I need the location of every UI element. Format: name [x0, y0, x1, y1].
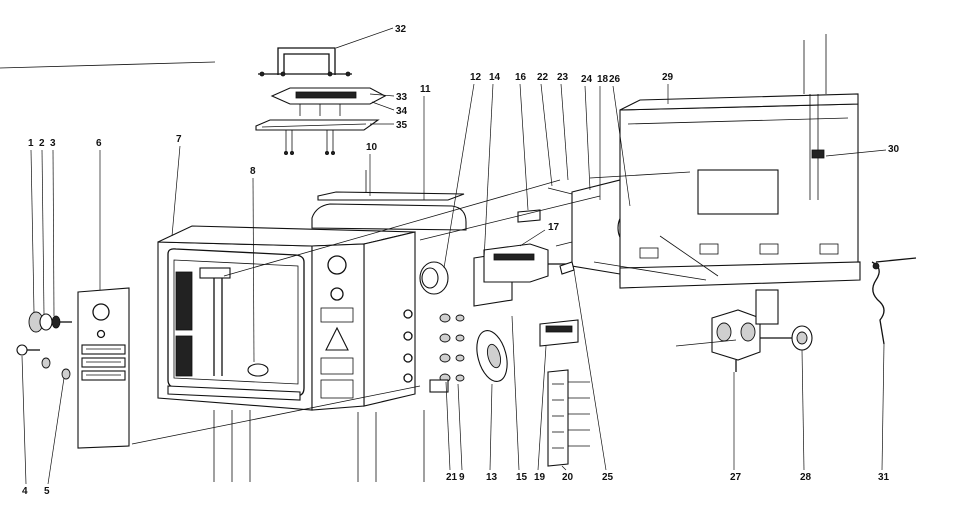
callout-24: 24 — [581, 74, 593, 85]
callout-15: 15 — [516, 472, 528, 483]
callout-8: 8 — [250, 166, 256, 177]
callout-25: 25 — [602, 472, 614, 483]
callout-leaders — [21, 27, 887, 485]
callout-27: 27 — [730, 472, 742, 483]
callout-18: 18 — [597, 74, 609, 85]
reference-line — [0, 61, 216, 69]
callout-23: 23 — [557, 72, 569, 83]
terminal-strip — [547, 369, 590, 467]
callout-16: 16 — [515, 72, 527, 83]
transformer — [711, 289, 779, 372]
callout-30: 30 — [888, 144, 900, 155]
callout-labels: 1 2 3 4 5 6 7 8 9 10 11 12 13 14 15 16 1… — [22, 24, 900, 497]
callout-12: 12 — [470, 72, 482, 83]
callout-1: 1 — [28, 138, 34, 149]
washer-set — [429, 313, 465, 393]
callout-28: 28 — [800, 472, 812, 483]
mounting-plate — [270, 87, 387, 116]
callout-35: 35 — [396, 120, 408, 131]
callout-3: 3 — [50, 138, 56, 149]
callout-10: 10 — [366, 142, 378, 153]
callout-29: 29 — [662, 72, 674, 83]
top-cover — [311, 170, 467, 231]
callout-22: 22 — [537, 72, 549, 83]
callout-7: 7 — [176, 134, 182, 145]
terminal-block — [539, 319, 579, 347]
callout-2: 2 — [39, 138, 45, 149]
callout-5: 5 — [44, 486, 50, 497]
support-bar — [255, 119, 380, 155]
control-panel — [77, 287, 130, 449]
fan-motor — [419, 209, 570, 307]
rear-cabinet — [619, 34, 861, 289]
speaker-bracket — [476, 330, 508, 382]
callout-34: 34 — [396, 106, 408, 117]
callout-26: 26 — [609, 74, 621, 85]
callout-20: 20 — [562, 472, 574, 483]
capacitor — [760, 325, 813, 351]
callout-13: 13 — [486, 472, 498, 483]
callout-33: 33 — [396, 92, 408, 103]
callout-11: 11 — [420, 84, 431, 95]
handle-assembly — [258, 47, 352, 77]
callout-14: 14 — [489, 72, 501, 83]
power-cord — [871, 257, 917, 345]
callout-4: 4 — [22, 486, 28, 497]
callout-21: 21 — [446, 472, 458, 483]
callout-9: 9 — [459, 472, 465, 483]
knob-assembly — [16, 311, 72, 380]
callout-19: 19 — [534, 472, 546, 483]
callout-31: 31 — [878, 472, 890, 483]
main-cabinet — [157, 225, 425, 482]
callout-6: 6 — [96, 138, 102, 149]
callout-17: 17 — [548, 222, 560, 233]
callout-32: 32 — [395, 24, 407, 35]
